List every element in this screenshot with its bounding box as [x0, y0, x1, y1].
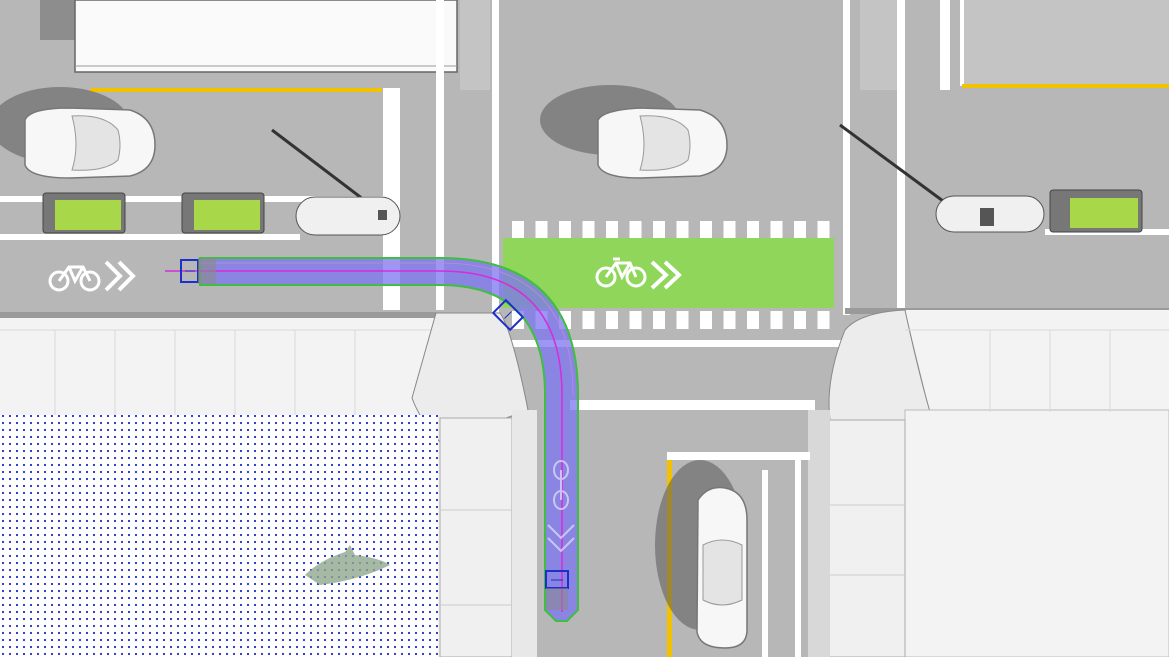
crosswalk-bar	[747, 311, 759, 329]
crosswalk-bar	[606, 221, 618, 239]
crosswalk-bar	[747, 221, 759, 239]
crosswalk-bar	[770, 221, 783, 239]
crosswalk-bar	[559, 221, 571, 239]
car-icon	[597, 107, 728, 179]
crosswalk-bar	[700, 311, 712, 329]
crosswalk-bar	[653, 311, 665, 329]
crosswalk-bar	[676, 221, 689, 239]
crosswalk-bar	[582, 221, 595, 239]
chevron-arrow-icon	[650, 260, 682, 290]
bike-turn-path	[165, 257, 579, 622]
planter-icon	[1049, 189, 1143, 233]
crosswalk	[512, 221, 830, 329]
crosswalk-bar	[794, 221, 806, 239]
bicycle-rider-icon	[180, 258, 216, 284]
planter-icon	[42, 192, 126, 234]
building-top-right	[940, 0, 1169, 90]
crosswalk-bar	[770, 311, 783, 329]
crosswalk-bar	[606, 311, 618, 329]
sidewalk-bottom-right	[808, 308, 1169, 657]
parking-meter-icon	[839, 123, 1045, 233]
car-icon	[24, 107, 156, 179]
crosswalk-bar	[817, 221, 830, 239]
planter-icon	[181, 192, 265, 234]
crosswalk-bar	[535, 221, 548, 239]
bicycle-rider-icon	[491, 298, 525, 332]
crosswalk-bar	[653, 221, 665, 239]
bicycle-marking-icon	[547, 460, 575, 553]
crosswalk-bar	[629, 221, 642, 239]
crosswalk-bar	[723, 311, 736, 329]
crosswalk-bar	[582, 311, 595, 329]
building-top-left	[40, 0, 458, 73]
crosswalk-bar	[629, 311, 642, 329]
crosswalk-bar	[794, 311, 806, 329]
crosswalk-bar	[676, 311, 689, 329]
car-icon	[696, 486, 748, 649]
bicycle-marking-icon	[595, 257, 647, 288]
parking-meter-icon	[271, 128, 401, 236]
crosswalk-bar	[817, 311, 830, 329]
bicycle-rider-icon	[545, 570, 569, 610]
chevron-arrow-icon	[104, 260, 136, 292]
green-bike-box	[503, 238, 834, 308]
crosswalk-bar	[723, 221, 736, 239]
crosswalk-bar	[700, 221, 712, 239]
bicycle-marking-icon	[48, 265, 101, 292]
crosswalk-bar	[512, 221, 524, 239]
